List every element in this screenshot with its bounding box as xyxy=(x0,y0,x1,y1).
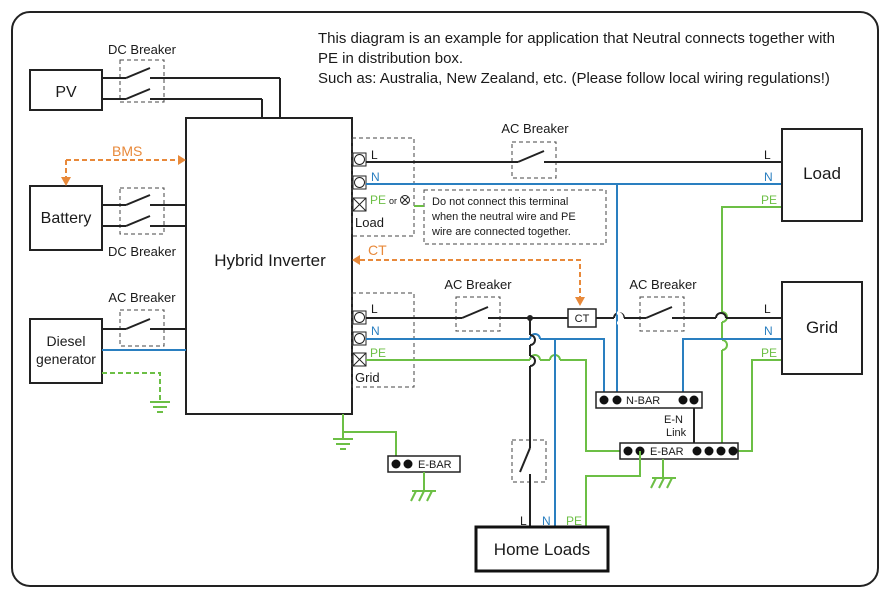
e-bar-distribution-label: E-BAR xyxy=(650,446,684,458)
dc-breaker-bottom-label: DC Breaker xyxy=(108,244,177,259)
load-term-l-label: L xyxy=(371,148,378,162)
dc-breaker-bottom xyxy=(119,187,165,235)
grid-right-n: N xyxy=(764,324,773,338)
inverter-ground-wire xyxy=(342,414,397,456)
en-link-label-1: E-N xyxy=(664,414,683,426)
ct-arrow-left xyxy=(352,255,360,265)
load-term-n-label: N xyxy=(371,170,380,184)
n-bar-label: N-BAR xyxy=(626,395,660,407)
note-line-3: Such as: Australia, New Zealand, etc. (P… xyxy=(318,70,830,87)
ac-breaker-grid-left xyxy=(455,296,501,332)
warning-box xyxy=(423,189,607,245)
ac-breaker-load xyxy=(511,141,557,179)
home-loads-label: Home Loads xyxy=(494,540,590,559)
bms-arrow-down xyxy=(61,177,71,186)
battery-wires xyxy=(102,194,186,227)
home-pe-label: PE xyxy=(566,514,582,528)
no-connect-icon xyxy=(400,195,410,205)
load-term-pe-label: PE xyxy=(370,193,386,207)
gen-wire-l xyxy=(102,318,186,330)
grid-n-right xyxy=(682,338,782,392)
e-bar-inverter-label: E-BAR xyxy=(418,459,452,471)
note-line-2: PE in distribution box. xyxy=(318,50,463,67)
load-right-n: N xyxy=(764,170,773,184)
ac-breaker-load-label: AC Breaker xyxy=(501,121,569,136)
ct-link xyxy=(360,259,581,300)
grid-right-pe: PE xyxy=(761,346,777,360)
load-box-label: Load xyxy=(803,164,841,183)
grid-term-n-label: N xyxy=(371,324,380,338)
pv-wires xyxy=(102,67,281,118)
pv-box xyxy=(29,69,103,111)
load-terminal-label: Load xyxy=(355,215,384,230)
grid-pe-right xyxy=(733,359,782,452)
ct-arrow-down xyxy=(575,297,585,306)
ac-breaker-grid-right xyxy=(639,296,685,332)
battery-label: Battery xyxy=(41,210,92,227)
ac-breaker-gen-label: AC Breaker xyxy=(108,290,176,305)
load-terminal-block xyxy=(351,137,415,237)
warning-line-2: when the neutral wire and PE xyxy=(431,211,576,223)
load-right-l: L xyxy=(764,148,771,162)
load-right-pe: PE xyxy=(761,193,777,207)
diesel-generator-box xyxy=(29,318,103,384)
load-box xyxy=(781,128,863,222)
ac-breaker-grid-left-label: AC Breaker xyxy=(444,277,512,292)
bms-link xyxy=(65,159,180,180)
ct-box xyxy=(567,308,597,328)
home-loads-box xyxy=(474,525,610,573)
en-link-label-2: Link xyxy=(666,427,687,439)
diesel-label-2: generator xyxy=(36,351,96,367)
grid-right-l: L xyxy=(764,302,771,316)
grid-terminal-label: Grid xyxy=(355,370,380,385)
dc-breaker-top-label: DC Breaker xyxy=(108,42,177,57)
n-bar xyxy=(595,391,703,409)
gen-wire-pe xyxy=(102,372,161,400)
warning-line-3: wire are connected together. xyxy=(431,226,571,238)
ct-box-label: CT xyxy=(575,313,590,325)
diesel-label-1: Diesel xyxy=(47,333,86,349)
bms-arrow-right xyxy=(178,155,186,165)
hybrid-inverter-box xyxy=(185,117,353,415)
ct-label: CT xyxy=(368,242,387,258)
inverter-label: Hybrid Inverter xyxy=(214,251,326,270)
grid-term-pe-label: PE xyxy=(370,346,386,360)
load-wire-l xyxy=(366,150,782,163)
inverter-ebar-ground-icon xyxy=(410,490,436,502)
grid-term-l-label: L xyxy=(371,302,378,316)
home-wire-l xyxy=(519,318,536,527)
grid-box-label: Grid xyxy=(806,318,838,337)
pv-label: PV xyxy=(55,84,77,101)
dc-breaker-top xyxy=(119,59,165,103)
ac-breaker-grid-right-label: AC Breaker xyxy=(629,277,697,292)
load-wire-pe xyxy=(721,206,782,312)
gen-ground-icon xyxy=(150,401,170,413)
home-l-label: L xyxy=(520,514,527,528)
bms-label: BMS xyxy=(112,143,142,159)
home-pe-wire xyxy=(585,451,641,527)
dist-ground-icon xyxy=(650,477,676,489)
load-term-or-label: or xyxy=(389,196,397,206)
note-line-1: This diagram is an example for applicati… xyxy=(318,30,835,47)
grid-box xyxy=(781,281,863,375)
home-n-label: N xyxy=(542,514,551,528)
warning-line-1: Do not connect this terminal xyxy=(432,196,568,208)
